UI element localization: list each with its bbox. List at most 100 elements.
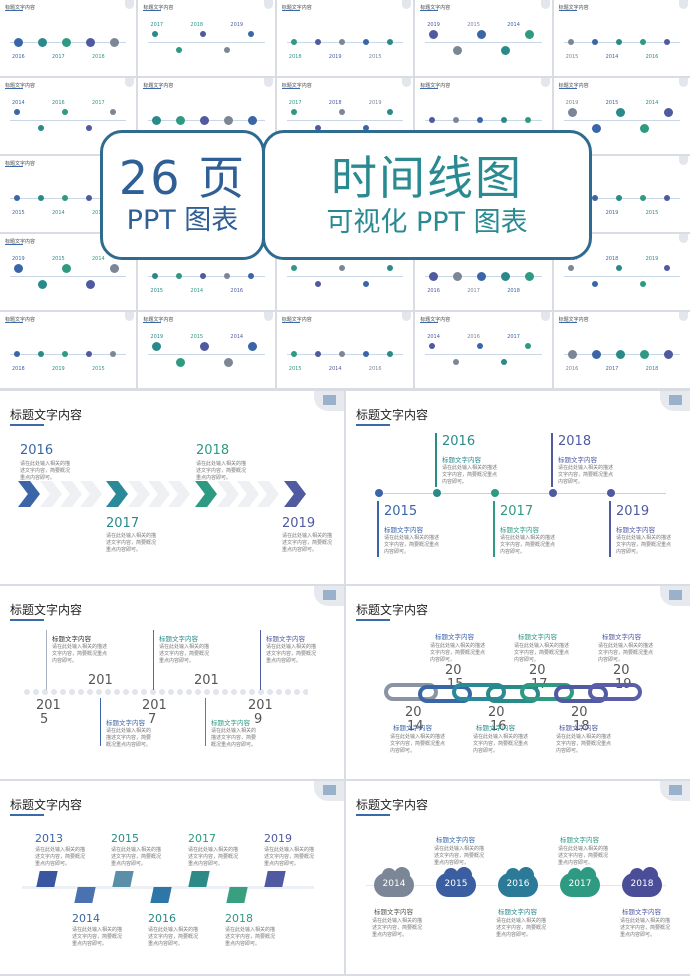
- mini-timeline-marker: [338, 39, 345, 45]
- year-label: 2014: [72, 912, 100, 925]
- mini-timeline-marker: [453, 45, 463, 55]
- mini-timeline-axis: [10, 198, 127, 199]
- mini-timeline-marker: [314, 281, 321, 287]
- thumbnail-title: 标题文字内容: [143, 317, 174, 323]
- mini-year-label: 2016: [368, 366, 382, 372]
- mini-timeline-marker: [290, 39, 297, 45]
- slide-chain-timeline: 标题文字内容 标题文字内容 请在此处输入相关的描述文字内容，简要概况重点内容即可…: [346, 586, 690, 779]
- mini-timeline-marker: [525, 343, 532, 349]
- mini-timeline-marker: [477, 117, 484, 123]
- year-label: 2016: [148, 912, 176, 925]
- mini-timeline-axis: [286, 276, 404, 277]
- chevron-icon: [106, 481, 128, 507]
- mini-year-label: 2016: [645, 54, 659, 60]
- cloud-bump: [568, 868, 582, 882]
- mini-year-label: 2019: [645, 256, 659, 262]
- slide-cloud-timeline: 标题文字内容 标题文字内容 请在此处输入相关的描述文字内容，简要概况重点内容即可…: [346, 781, 690, 974]
- title-underline: [281, 322, 300, 323]
- mini-timeline-marker: [338, 265, 345, 271]
- mini-timeline-marker: [86, 351, 92, 357]
- logo-badge: [125, 312, 135, 321]
- mini-timeline-axis: [425, 354, 542, 355]
- mini-timeline-marker: [501, 45, 511, 55]
- slide-title: 标题文字内容: [10, 408, 83, 422]
- thumbnail-title: 标题文字内容: [5, 5, 36, 11]
- thumbnail-title: 标题文字内容: [5, 239, 36, 245]
- mini-timeline-axis: [286, 42, 404, 43]
- mini-timeline-axis: [148, 354, 265, 355]
- mini-timeline-marker: [224, 273, 231, 279]
- mini-year-label: 2019: [150, 334, 164, 340]
- mini-timeline-marker: [110, 263, 119, 273]
- title-underline: [281, 88, 300, 89]
- item-label: 标题文字内容: [52, 635, 91, 643]
- mini-year-label: 2015: [565, 54, 579, 60]
- mini-year-label: 2016: [467, 334, 480, 340]
- description: 请在此处输入相关的描述文字内容，简要概况重点内容即可。: [496, 918, 547, 938]
- title-underline: [356, 424, 390, 426]
- mini-year-label: 2014: [328, 366, 342, 372]
- mini-timeline-marker: [525, 29, 535, 39]
- mini-year-label: 2017: [507, 334, 520, 340]
- connector-line: [260, 630, 261, 690]
- timeline-dot: [607, 489, 615, 497]
- mini-timeline-marker: [314, 39, 321, 45]
- chevron-icon: [195, 481, 217, 507]
- mini-timeline-marker: [429, 29, 439, 39]
- year-label: 201: [142, 698, 167, 713]
- item-label: 标题文字内容: [560, 836, 599, 844]
- logo-badge: [660, 586, 690, 606]
- mini-timeline-marker: [663, 107, 673, 117]
- description: 请在此处输入相关的描述文字内容，简要概况重点内容即可。: [372, 918, 423, 938]
- description: 请在此处输入相关的描述文字内容，简要概况重点内容即可。: [430, 643, 486, 663]
- clock-icon: [112, 871, 134, 887]
- mini-timeline-axis: [563, 198, 680, 199]
- item-label: 标题文字内容: [436, 836, 475, 844]
- description: 请在此处输入相关的描述文字内容，简要概况重点内容即可。: [598, 643, 654, 663]
- mini-timeline-axis: [286, 354, 404, 355]
- thumbnail-title: 标题文字内容: [558, 5, 589, 11]
- logo-badge: [125, 0, 135, 9]
- connector-line: [153, 630, 154, 690]
- mini-timeline-marker: [362, 39, 369, 45]
- year-label-tail: 16: [490, 719, 507, 734]
- chevron-icon: [60, 481, 82, 507]
- mini-year-label: 2016: [230, 288, 244, 294]
- description: 请在此处输入相关的描述文字内容，简要概况重点内容即可。: [384, 535, 440, 555]
- year-label: 2014: [382, 879, 406, 889]
- item-label: 标题文字内容: [384, 526, 423, 534]
- year-label-tail: 7: [148, 712, 157, 727]
- thumbnail-title: 标题文字内容: [420, 5, 451, 11]
- title-underline: [420, 10, 439, 11]
- description: 请在此处输入相关的描述文字内容，简要概况重点内容即可。: [514, 643, 570, 663]
- mini-year-label: 2015: [12, 210, 25, 216]
- mini-timeline-marker: [362, 351, 369, 357]
- description: 请在此处输入相关的描述文字内容，简要概况重点内容即可。: [148, 927, 199, 947]
- description: 请在此处输入相关的描述文字内容，简要概况重点内容即可。: [264, 847, 315, 867]
- mini-year-label: 2018: [507, 288, 520, 294]
- description: 请在此处输入相关的描述文字内容，简要概况重点内容即可。: [159, 644, 210, 664]
- year-label: 2015: [384, 504, 418, 519]
- mini-timeline-marker: [663, 195, 670, 201]
- home-icon: [74, 887, 96, 903]
- mini-timeline-marker: [86, 279, 95, 289]
- mini-timeline-marker: [639, 195, 646, 201]
- item-label: 标题文字内容: [211, 719, 250, 727]
- description: 请在此处输入相关的描述文字内容，简要概况重点内容即可。: [556, 734, 612, 754]
- mini-timeline-marker: [639, 39, 646, 45]
- year-label: 201: [36, 698, 61, 713]
- logo-badge: [678, 156, 688, 165]
- description: 请在此处输入相关的描述文字内容，简要概况重点内容即可。: [500, 535, 556, 555]
- title-underline: [5, 166, 23, 167]
- item-label: 标题文字内容: [159, 635, 198, 643]
